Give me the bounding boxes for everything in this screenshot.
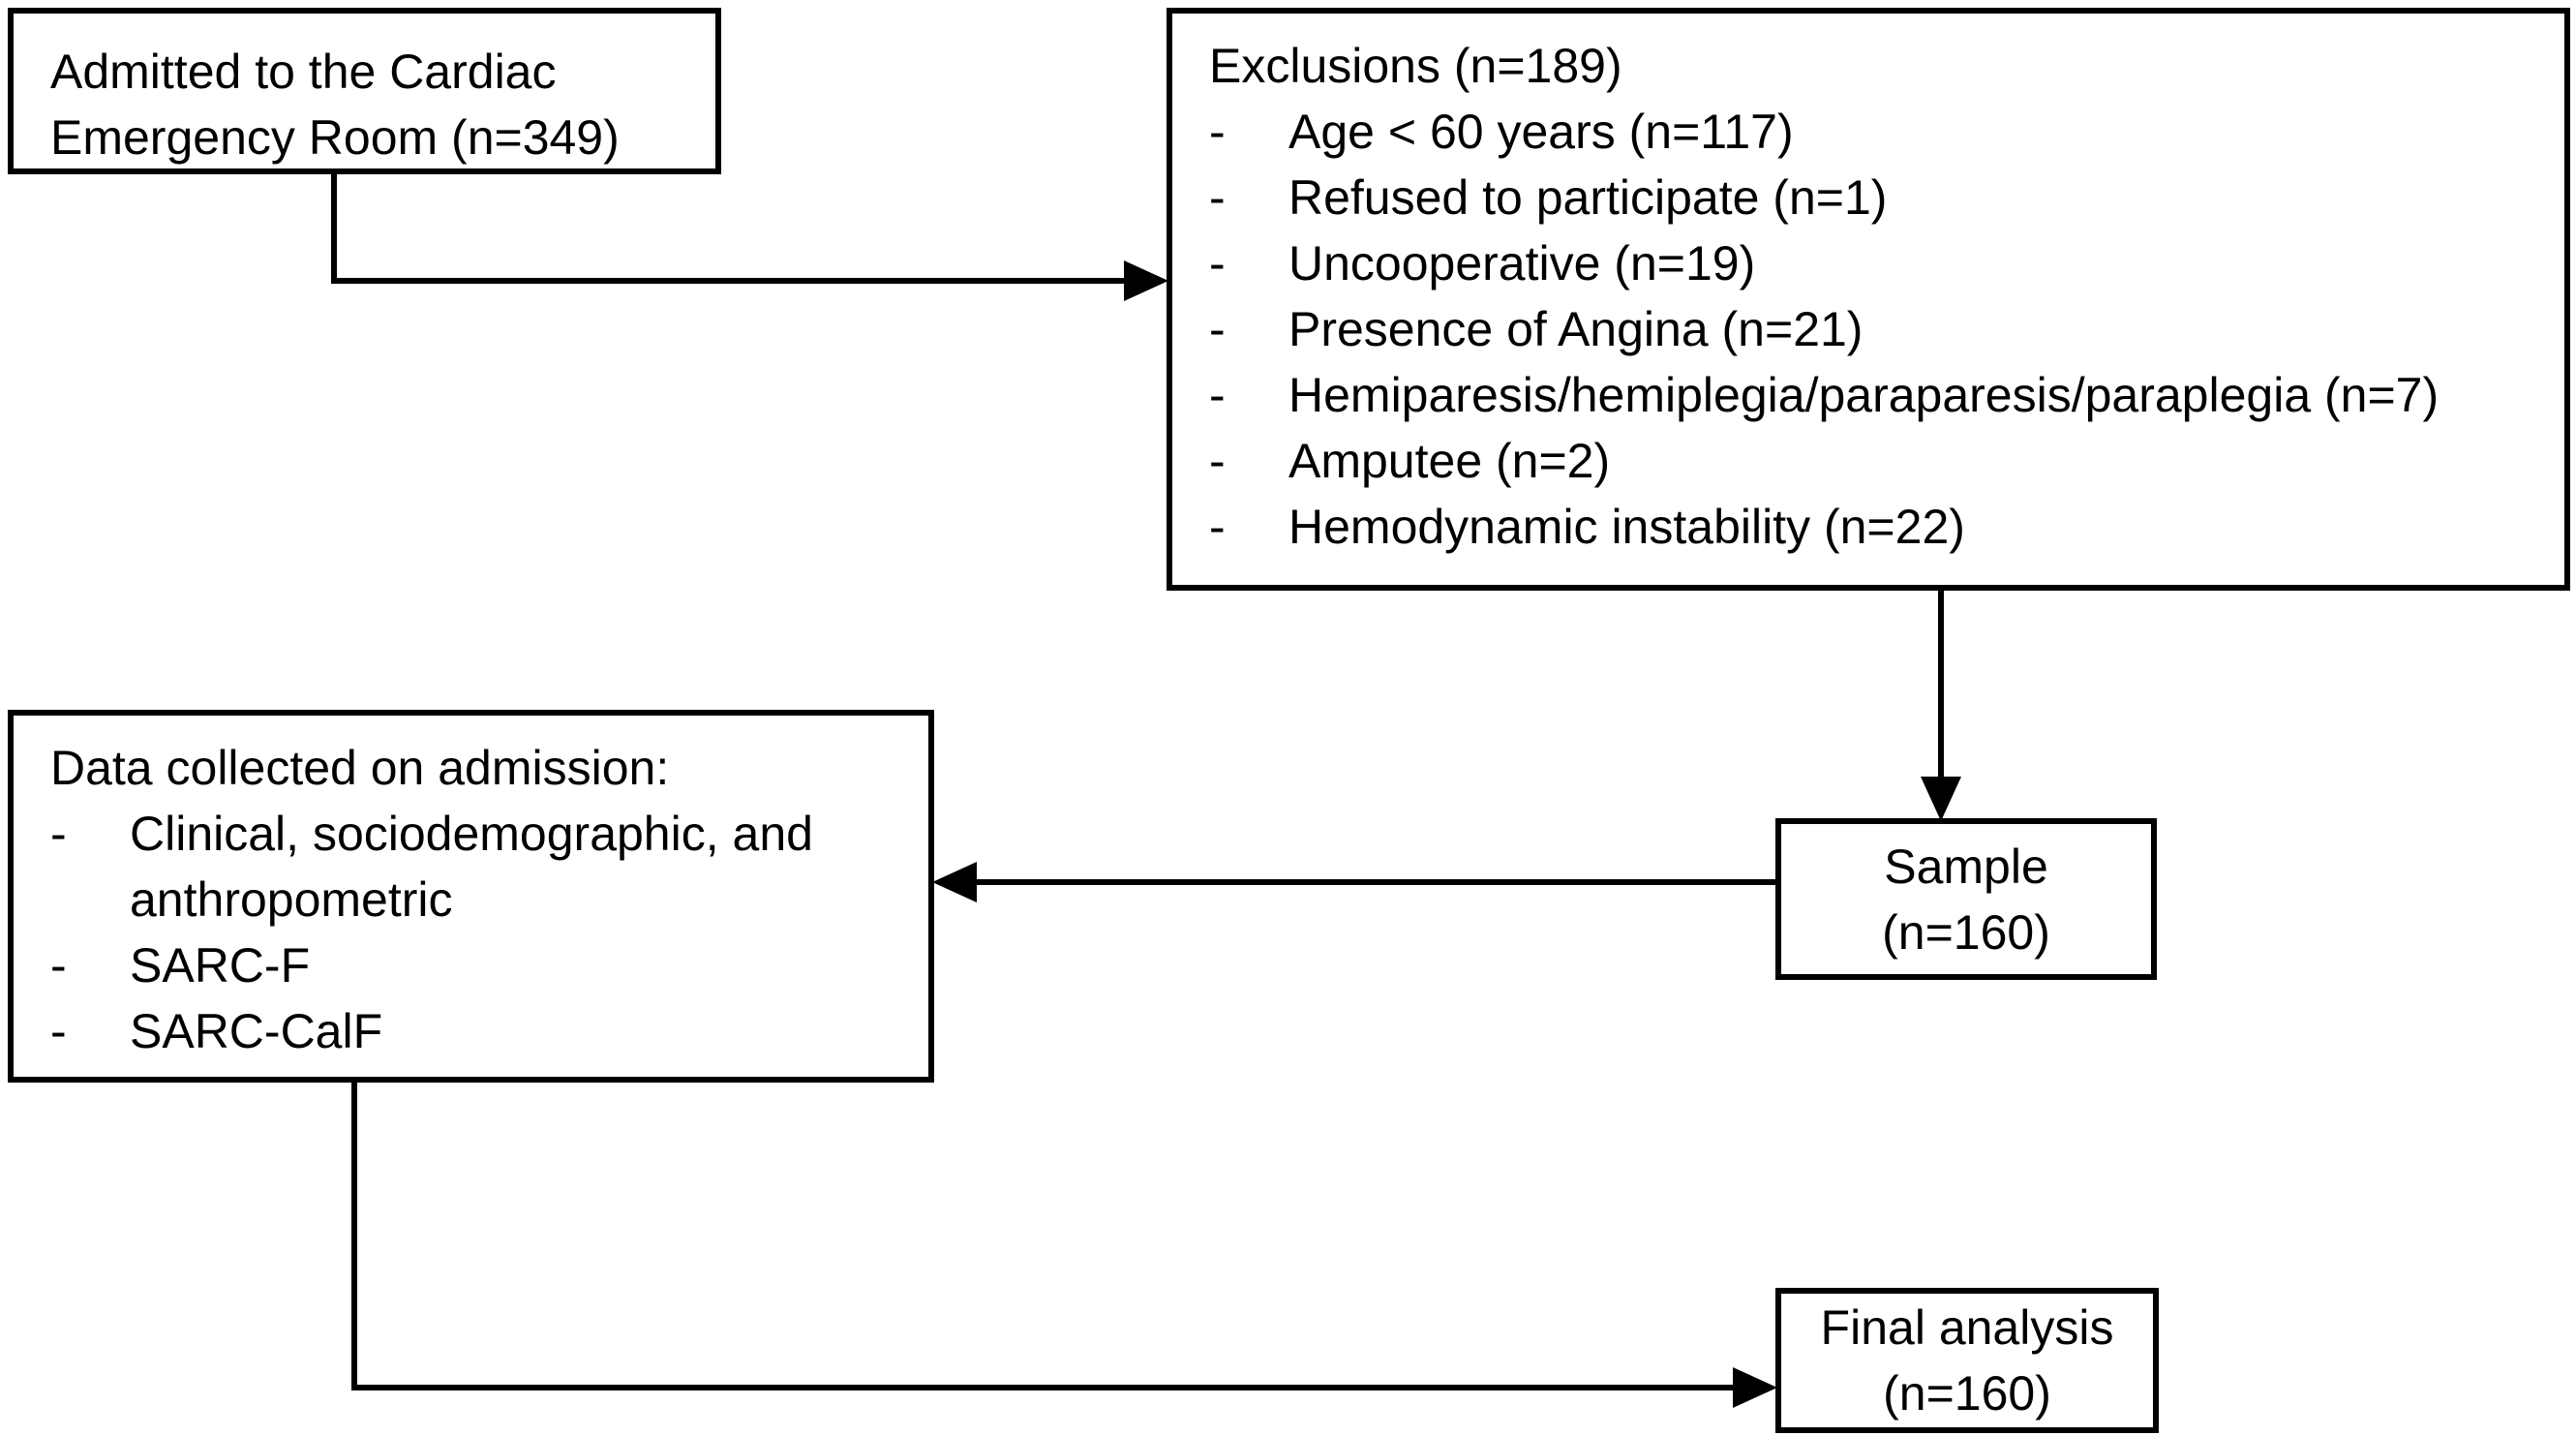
- connector-exclusions-sample-vertical: [1938, 591, 1944, 784]
- arrowhead-left-icon: [932, 862, 977, 902]
- bullet-dash: -: [1209, 368, 1226, 422]
- connector-admitted-exclusions-vertical: [331, 172, 337, 284]
- bullet-dash: -: [50, 807, 67, 861]
- bullet-dash: -: [1209, 434, 1226, 488]
- node-sample: Sample (n=160): [1775, 818, 2157, 980]
- exclusion-item: - Presence of Angina (n=21): [1209, 296, 2545, 362]
- node-final-analysis: Final analysis (n=160): [1775, 1288, 2159, 1433]
- node-exclusions: Exclusions (n=189) - Age < 60 years (n=1…: [1167, 8, 2570, 591]
- bullet-dash: -: [1209, 236, 1226, 290]
- node-admitted-line1: Admitted to the Cardiac: [50, 45, 557, 99]
- arrowhead-right-icon: [1124, 260, 1168, 301]
- connector-data-final-vertical: [351, 1083, 357, 1390]
- exclusion-item: - Hemiparesis/hemiplegia/paraparesis/par…: [1209, 362, 2545, 428]
- node-sample-line2: (n=160): [1882, 904, 2050, 960]
- bullet-dash: -: [1209, 302, 1226, 356]
- node-data-collected-title: Data collected on admission:: [50, 741, 670, 795]
- exclusions-list: - Age < 60 years (n=117) - Refused to pa…: [1209, 99, 2545, 560]
- data-collected-list: - Clinical, sociodemographic, and anthro…: [50, 801, 909, 1064]
- connector-admitted-exclusions-horizontal: [331, 278, 1128, 284]
- exclusion-item: - Hemodynamic instability (n=22): [1209, 494, 2545, 560]
- arrowhead-down-icon: [1921, 777, 1961, 821]
- connector-data-final-horizontal: [351, 1385, 1735, 1390]
- node-final-analysis-line1: Final analysis: [1820, 1300, 2114, 1355]
- bullet-dash: -: [50, 1004, 67, 1058]
- node-exclusions-title: Exclusions (n=189): [1209, 39, 1622, 93]
- node-admitted-line2: Emergency Room (n=349): [50, 110, 620, 165]
- bullet-dash: -: [1209, 170, 1226, 225]
- data-collected-item: - SARC-CalF: [50, 998, 909, 1064]
- node-data-collected: Data collected on admission: - Clinical,…: [8, 710, 934, 1083]
- data-collected-item: - SARC-F: [50, 932, 909, 998]
- connector-sample-data-horizontal: [975, 879, 1775, 885]
- bullet-dash: -: [50, 938, 67, 993]
- bullet-dash: -: [1209, 105, 1226, 159]
- exclusion-item: - Age < 60 years (n=117): [1209, 99, 2545, 165]
- exclusion-item: - Amputee (n=2): [1209, 428, 2545, 494]
- node-sample-line1: Sample: [1884, 839, 2048, 894]
- exclusion-item: - Refused to participate (n=1): [1209, 165, 2545, 230]
- data-collected-item: - Clinical, sociodemographic, and anthro…: [50, 801, 909, 932]
- arrowhead-right-icon: [1733, 1367, 1777, 1408]
- exclusion-item: - Uncooperative (n=19): [1209, 230, 2545, 296]
- node-admitted: Admitted to the Cardiac Emergency Room (…: [8, 8, 721, 174]
- bullet-dash: -: [1209, 500, 1226, 554]
- node-final-analysis-line2: (n=160): [1883, 1366, 2051, 1421]
